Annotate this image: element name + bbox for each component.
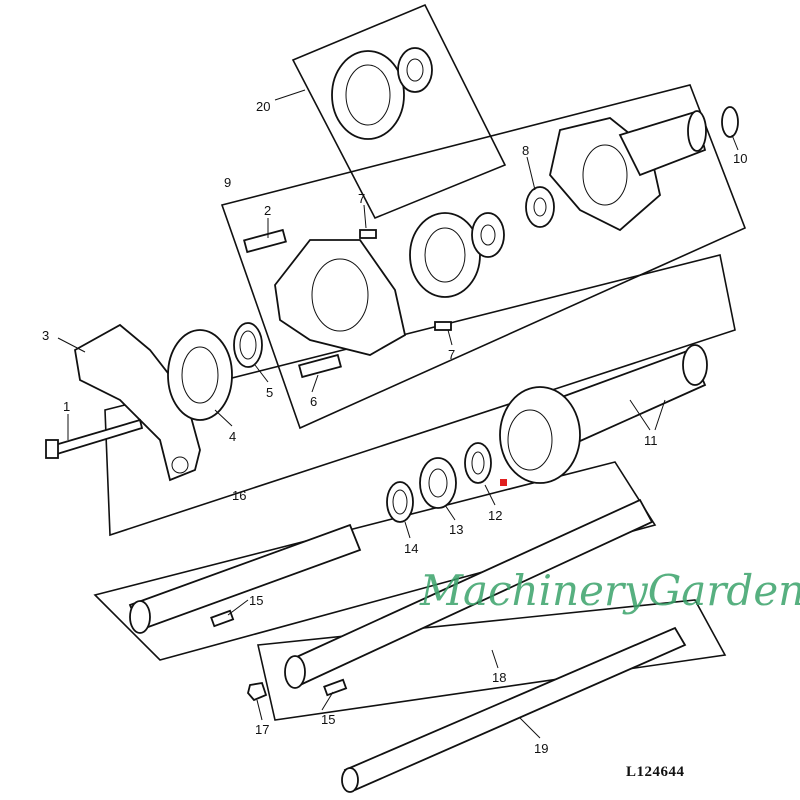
ring-14 bbox=[386, 481, 414, 523]
housing-10 bbox=[549, 106, 739, 232]
callout-15b: 15 bbox=[321, 712, 335, 727]
shaft-18 bbox=[284, 498, 654, 697]
callout-12: 12 bbox=[488, 508, 502, 523]
shaft-16 bbox=[128, 523, 362, 634]
bracket-3 bbox=[74, 323, 201, 482]
callout-17: 17 bbox=[255, 722, 269, 737]
seal-5 bbox=[233, 322, 263, 368]
callout-14: 14 bbox=[404, 541, 418, 556]
clutch-plates-20 bbox=[331, 47, 433, 140]
group-box-18 bbox=[257, 599, 727, 721]
callout-10: 10 bbox=[733, 151, 747, 166]
callout-2: 2 bbox=[264, 203, 271, 218]
bearing-4 bbox=[167, 329, 233, 421]
red-marker bbox=[500, 479, 507, 486]
callout-8: 8 bbox=[522, 143, 529, 158]
bearing-13 bbox=[419, 457, 457, 509]
gear-shaft-11 bbox=[499, 344, 708, 484]
callout-11: 11 bbox=[644, 433, 658, 448]
clutch-plates-middle bbox=[409, 212, 505, 298]
callout-18: 18 bbox=[492, 670, 506, 685]
bolt-1 bbox=[45, 418, 144, 459]
seal-12 bbox=[464, 442, 492, 484]
callout-1: 1 bbox=[63, 399, 70, 414]
callout-9: 9 bbox=[224, 175, 231, 190]
bearing-8 bbox=[525, 186, 555, 228]
leader-lines bbox=[57, 89, 739, 739]
group-box-9 bbox=[220, 84, 747, 430]
group-box-11 bbox=[104, 254, 736, 537]
callout-15a: 15 bbox=[249, 593, 263, 608]
callout-6: 6 bbox=[310, 394, 317, 409]
nut-17 bbox=[247, 681, 268, 702]
callout-20: 20 bbox=[256, 99, 270, 114]
group-box-20 bbox=[291, 3, 507, 220]
callout-16: 16 bbox=[232, 488, 246, 503]
callout-19: 19 bbox=[534, 741, 548, 756]
callout-13: 13 bbox=[449, 522, 463, 537]
callout-7a: 7 bbox=[358, 191, 365, 206]
part-code: L124644 bbox=[626, 764, 685, 780]
callout-7b: 7 bbox=[448, 347, 455, 362]
watermark: MachineryGarden bbox=[419, 566, 800, 615]
housing-9 bbox=[243, 228, 452, 379]
callout-5: 5 bbox=[266, 385, 273, 400]
callout-3: 3 bbox=[42, 328, 49, 343]
callout-4: 4 bbox=[229, 429, 236, 444]
shaft-19 bbox=[341, 626, 687, 793]
